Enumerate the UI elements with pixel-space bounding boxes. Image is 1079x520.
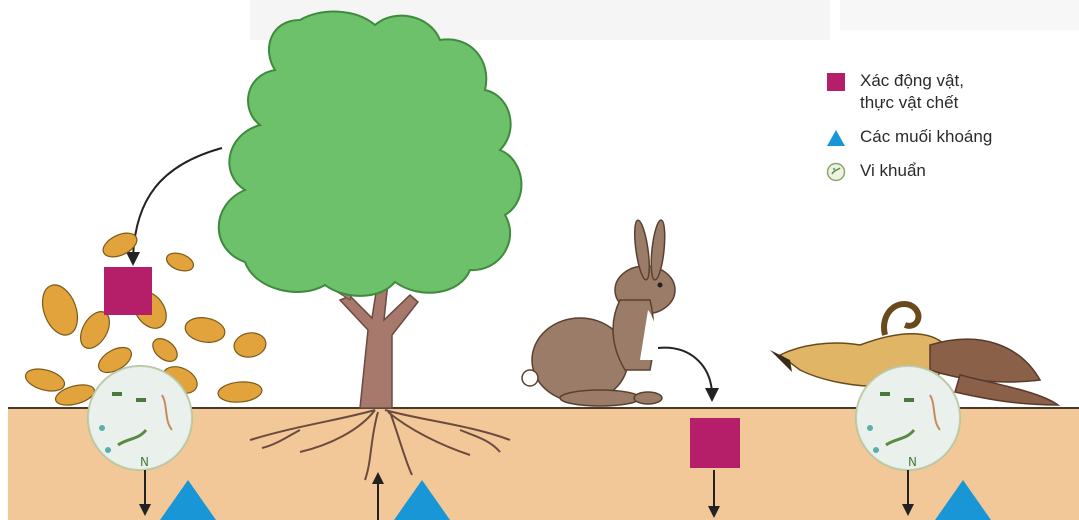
bacteria-circle-icon: [826, 162, 846, 182]
arrow-head-leaves: [126, 252, 140, 266]
legend-label-bacteria: Vi khuẩn: [860, 160, 926, 182]
blue-triangle-icon: [826, 128, 846, 148]
svg-text:N: N: [908, 455, 917, 469]
legend-label-dead-matter: Xác động vật, thực vật chết: [860, 70, 964, 114]
magenta-square-icon: [826, 72, 846, 92]
bacteria-circle-right: N: [856, 366, 960, 470]
tree-trunk: [340, 280, 418, 408]
arrow-rabbit-to-soil: [658, 348, 712, 392]
dead-matter-square-leaves: [104, 267, 152, 315]
legend-item-minerals: Các muối khoáng: [826, 126, 1071, 148]
legend: Xác động vật, thực vật chết Các muối kho…: [826, 70, 1071, 194]
arrow-tree-to-leaves: [133, 148, 222, 258]
legend-item-dead-matter: Xác động vật, thực vật chết: [826, 70, 1071, 114]
arrow-head-rabbit: [705, 388, 719, 402]
rabbit: [522, 219, 675, 406]
watermark-band-right: [840, 0, 1079, 30]
legend-item-bacteria: Vi khuẩn: [826, 160, 1071, 182]
svg-text:N: N: [140, 455, 149, 469]
dead-matter-square-soil: [690, 418, 740, 468]
bacteria-circle-left: N: [88, 366, 192, 470]
legend-label-minerals: Các muối khoáng: [860, 126, 992, 148]
tree-canopy: [219, 12, 522, 296]
